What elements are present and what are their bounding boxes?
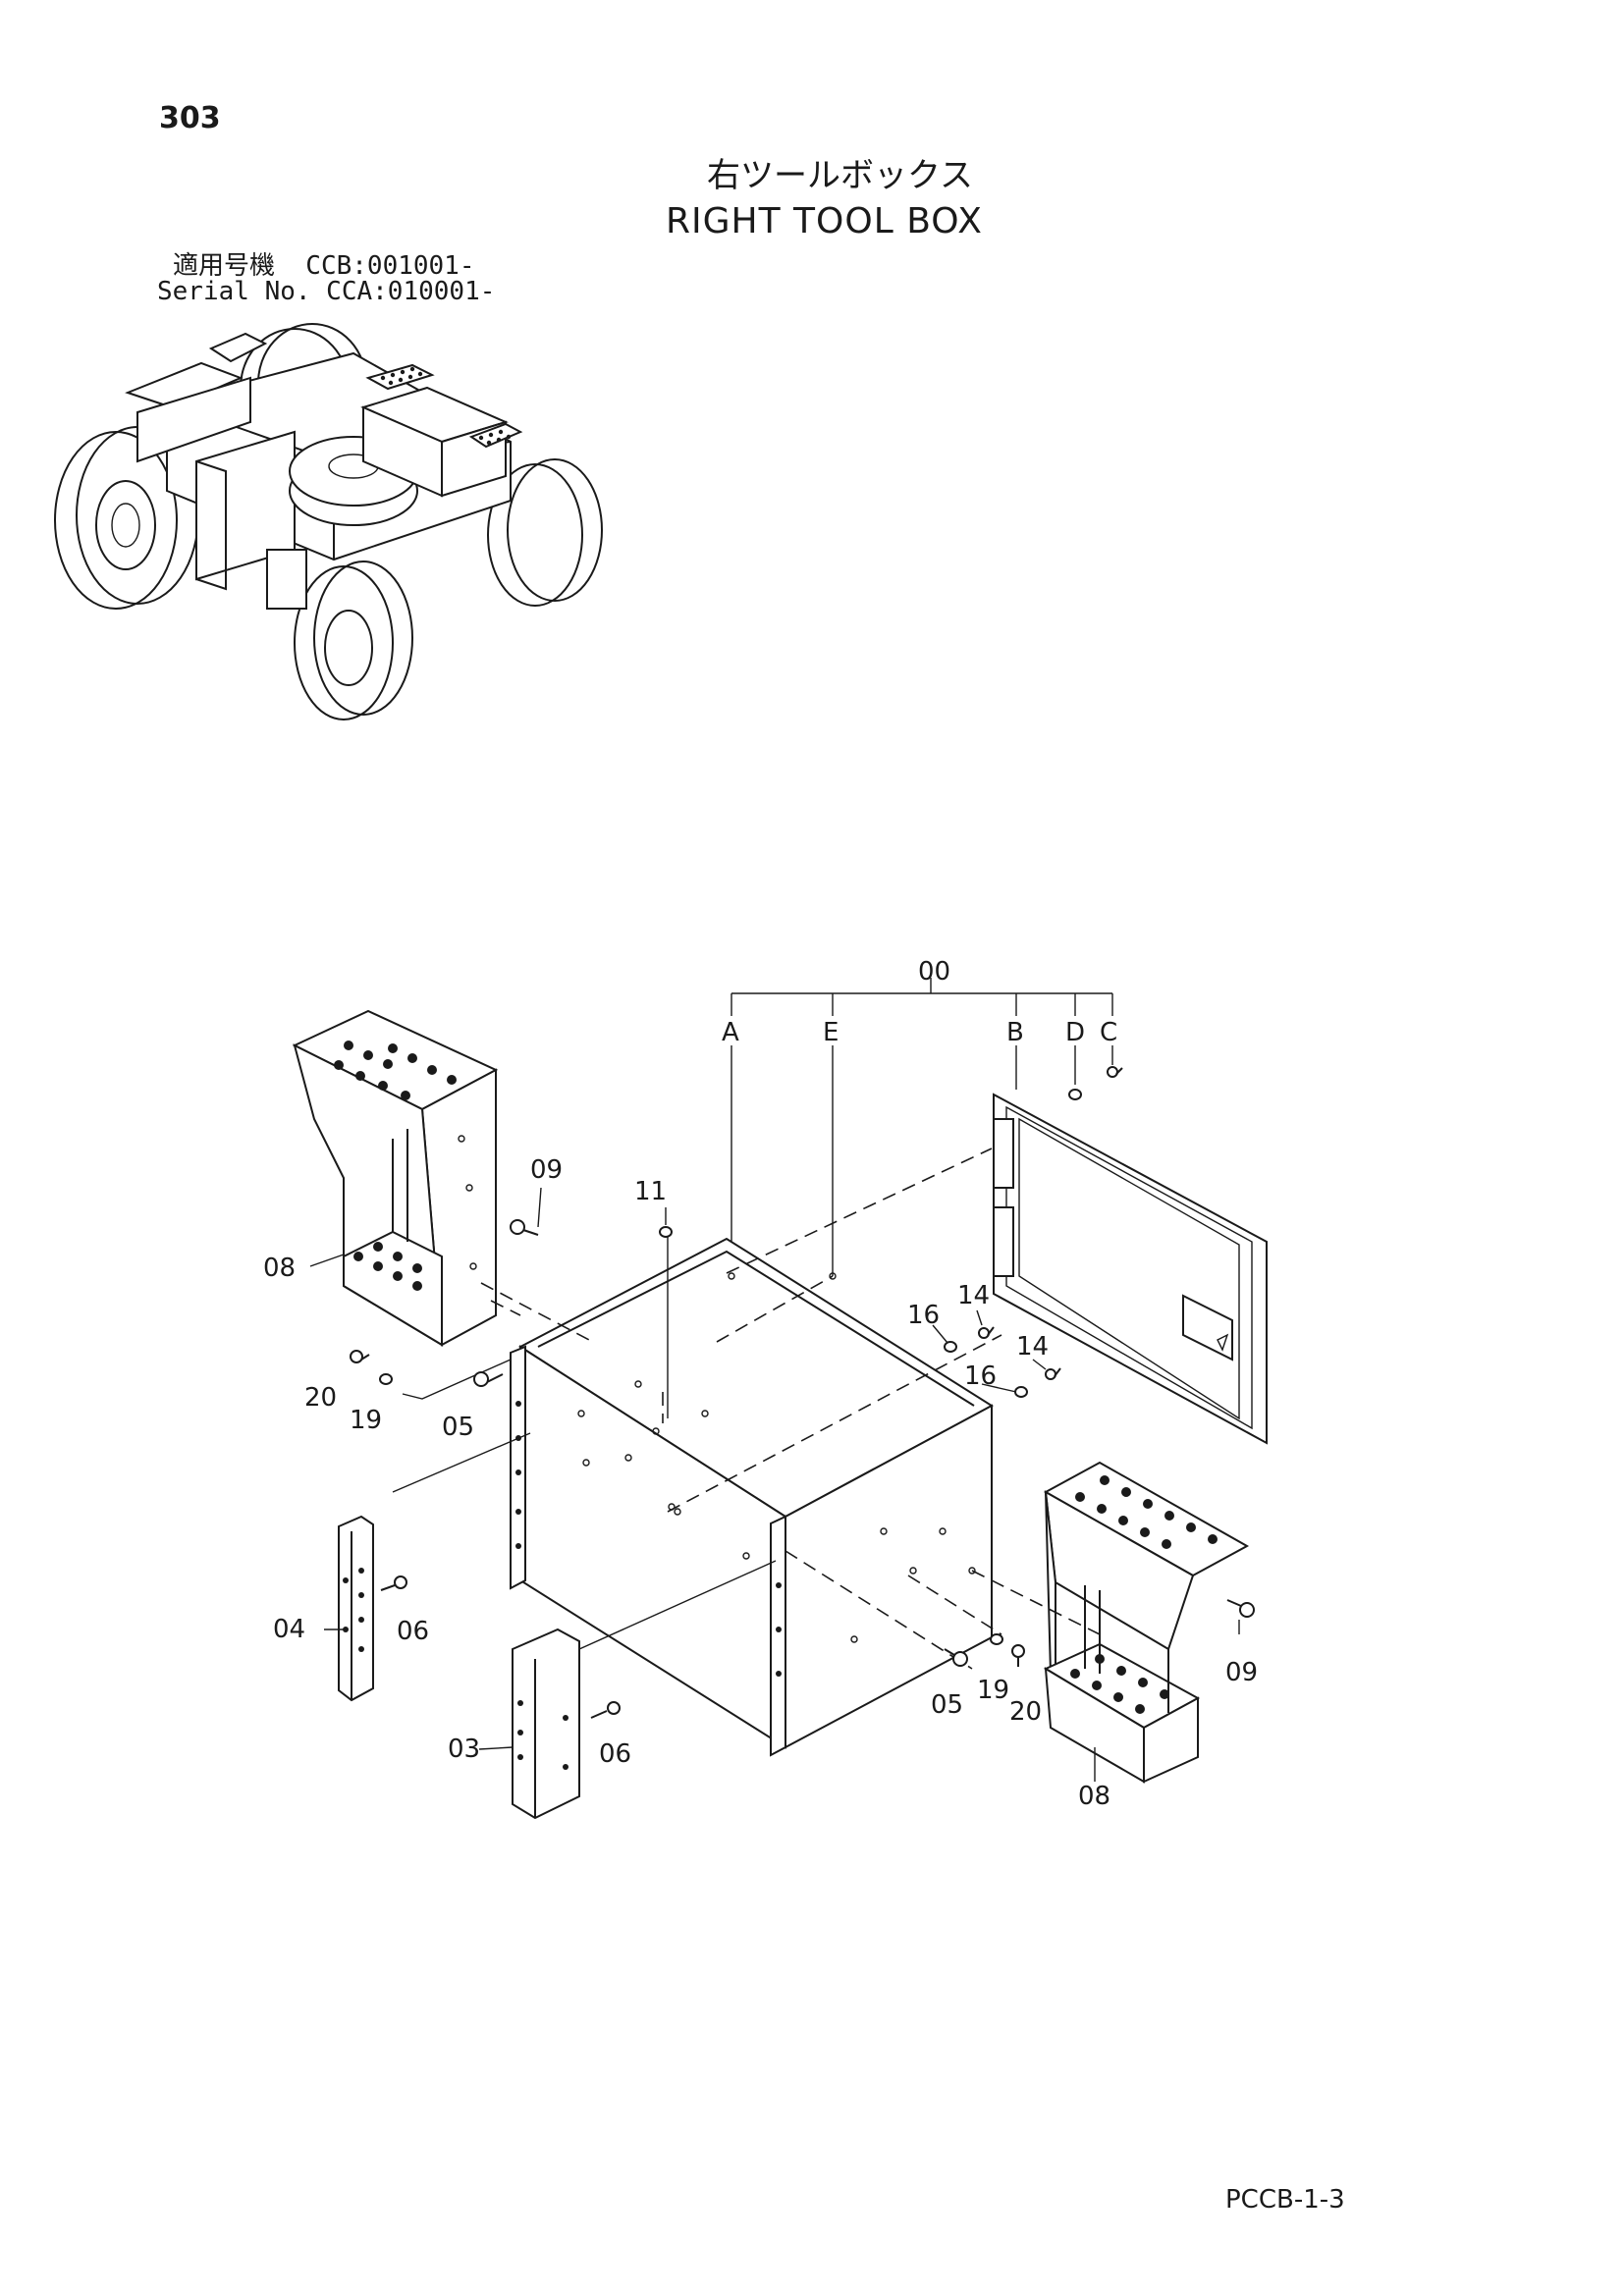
callout-09-top: 09 bbox=[530, 1155, 563, 1185]
callout-11: 11 bbox=[634, 1177, 667, 1206]
step-plate-hatch bbox=[365, 363, 523, 449]
bracket-03 bbox=[512, 1628, 580, 1820]
callout-03: 03 bbox=[448, 1735, 480, 1764]
callout-05-left: 05 bbox=[442, 1413, 474, 1442]
assembly-lines bbox=[392, 1148, 1101, 1670]
callout-08-right: 08 bbox=[1078, 1782, 1110, 1811]
callout-b: B bbox=[1006, 1018, 1024, 1047]
page-code: PCCB-1-3 bbox=[1225, 2185, 1345, 2215]
applicable-model-line: 適用号機 CCB:001001- bbox=[173, 251, 475, 281]
callout-19-right: 19 bbox=[977, 1676, 1009, 1705]
callout-05-right: 05 bbox=[931, 1690, 963, 1720]
callout-e: E bbox=[823, 1018, 839, 1047]
page-title: RIGHT TOOL BOX bbox=[666, 201, 983, 241]
callout-08-left: 08 bbox=[263, 1254, 296, 1283]
page-title-japanese: 右ツールボックス bbox=[707, 156, 973, 195]
callout-16-a: 16 bbox=[907, 1301, 940, 1330]
step-08-left bbox=[292, 1009, 499, 1347]
callout-leaders bbox=[309, 1187, 1240, 1782]
callout-d: D bbox=[1065, 1018, 1085, 1047]
callout-20-right: 20 bbox=[1009, 1697, 1042, 1727]
serial-number-line: Serial No. CCA:010001- bbox=[157, 277, 496, 306]
page-number: 303 bbox=[159, 101, 221, 135]
callout-c: C bbox=[1100, 1018, 1117, 1047]
callout-06-upper: 06 bbox=[397, 1617, 429, 1646]
callout-16-b: 16 bbox=[964, 1362, 997, 1391]
step-08-right bbox=[1043, 1461, 1250, 1784]
callout-04: 04 bbox=[273, 1615, 305, 1644]
callout-09-right: 09 bbox=[1225, 1658, 1258, 1687]
callout-14-a: 14 bbox=[957, 1281, 990, 1310]
bracket-04 bbox=[338, 1515, 374, 1702]
callout-06-lower: 06 bbox=[599, 1739, 631, 1769]
fasteners bbox=[350, 1066, 1255, 1719]
callout-a: A bbox=[722, 1018, 739, 1047]
tool-box-door bbox=[993, 1093, 1268, 1445]
callout-14-b: 14 bbox=[1016, 1332, 1049, 1362]
callout-19-left: 19 bbox=[350, 1406, 382, 1435]
callout-00: 00 bbox=[918, 957, 950, 987]
assembly-bracket-00 bbox=[731, 978, 1113, 1276]
callout-labels: 00 A E B D C 08 09 11 16 14 16 14 20 19 … bbox=[263, 957, 1258, 1811]
chassis-overview bbox=[54, 323, 603, 721]
callout-20-left: 20 bbox=[304, 1383, 337, 1413]
tool-box-body bbox=[510, 1237, 994, 1757]
